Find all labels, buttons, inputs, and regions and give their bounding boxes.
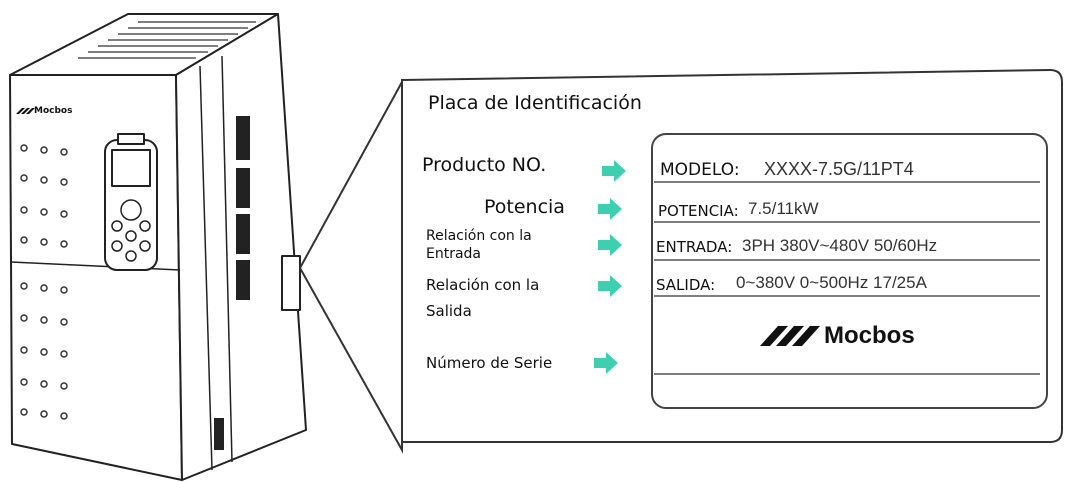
front-screws-icon xyxy=(20,144,68,420)
device-brand: Mocbos xyxy=(34,106,73,116)
label-arrows xyxy=(594,160,626,374)
plate-model-key: MODELO: xyxy=(660,160,740,180)
inverter-drawing xyxy=(9,13,307,481)
plate-power-key: POTENCIA: xyxy=(658,202,739,220)
label-product: Producto NO. xyxy=(422,154,547,176)
label-input-line1: Relación con la xyxy=(426,228,532,244)
top-vent-icon xyxy=(78,21,256,59)
keypad-buttons-icon xyxy=(111,199,151,262)
arrow-output-icon xyxy=(598,275,622,297)
side-label-rect xyxy=(281,255,301,311)
arrow-power-icon xyxy=(598,198,622,220)
callout-wedge xyxy=(298,81,403,454)
plate-brand: Mocbos xyxy=(824,322,915,349)
nameplate-title: Placa de Identificación xyxy=(428,92,642,114)
device-brand-logo-icon xyxy=(16,108,35,114)
plate-input-value: 3PH 380V~480V 50/60Hz xyxy=(742,236,938,255)
label-output-line1: Relación con la xyxy=(426,276,540,294)
label-output-line2: Salida xyxy=(426,302,472,320)
inverter-front-face xyxy=(9,74,183,481)
side-vent-icon xyxy=(214,116,250,450)
label-serial: Número de Serie xyxy=(426,354,553,372)
label-input-line2: Entrada xyxy=(426,246,482,262)
plate-model-value: XXXX-7.5G/11PT4 xyxy=(764,159,914,179)
plate-underlines xyxy=(654,181,1040,375)
label-power: Potencia xyxy=(484,196,565,218)
arrow-input-icon xyxy=(598,234,622,256)
plate-brand-logo-icon xyxy=(760,326,820,346)
keypad-display xyxy=(111,149,151,187)
plate-power-value: 7.5/11kW xyxy=(748,199,819,218)
arrow-product-icon xyxy=(602,160,626,182)
arrow-serial-icon xyxy=(594,352,618,374)
plate-output-key: SALIDA: xyxy=(656,276,716,294)
plate-output-value: 0~380V 0~500Hz 17/25A xyxy=(736,273,927,292)
plate-box xyxy=(651,133,1048,409)
plate-input-key: ENTRADA: xyxy=(656,238,733,256)
